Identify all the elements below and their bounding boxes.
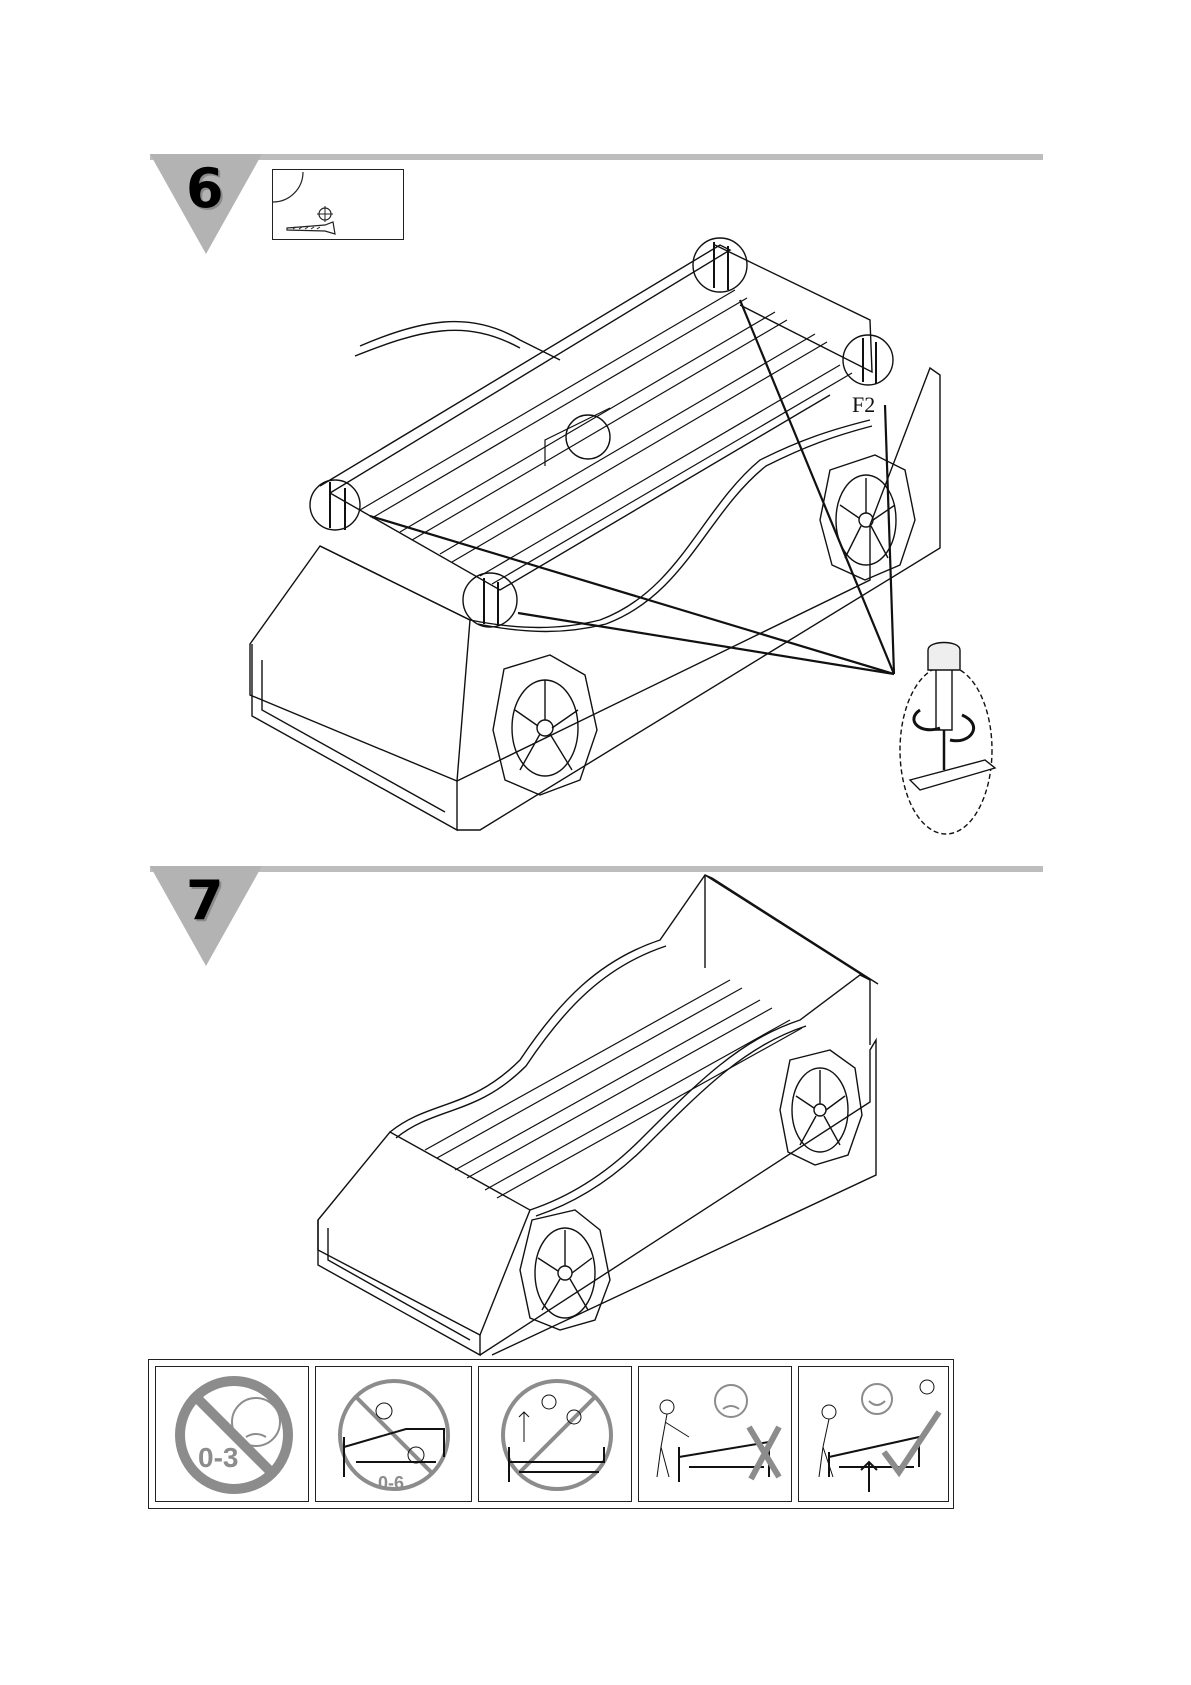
- part-label-f2: F2: [852, 392, 875, 417]
- step-7-front-wheel-icon: [520, 1210, 610, 1330]
- correct-lifting-icon: [799, 1367, 949, 1502]
- warning-panel-correct-lifting: [798, 1366, 949, 1502]
- warning-panel-age-0-3: 0-3: [155, 1366, 309, 1502]
- no-jumping-icon: [479, 1367, 632, 1502]
- age-label-0-3: 0-3: [198, 1442, 238, 1473]
- warning-panel-wrong-lifting: [638, 1366, 792, 1502]
- no-infants-icon: 0-3: [156, 1367, 309, 1502]
- safety-warnings-strip: 0-3 0-6: [148, 1359, 954, 1509]
- step-7-assembled-bed-drawing: [0, 870, 1191, 1350]
- step-7-rear-wheel-icon: [780, 1050, 862, 1165]
- warning-panel-age-0-6: 0-6: [315, 1366, 472, 1502]
- age-label-0-6: 0-6: [378, 1473, 404, 1493]
- rear-wheel-icon: [820, 455, 915, 580]
- warning-panel-no-jumping: [478, 1366, 632, 1502]
- wrong-lifting-icon: [639, 1367, 792, 1502]
- screwdriver-detail-icon: [900, 643, 995, 835]
- front-wheel-icon: [493, 655, 597, 795]
- step-6-bed-assembly-drawing: F2: [0, 150, 1191, 850]
- no-children-upper-bunk-icon: 0-6: [316, 1367, 472, 1502]
